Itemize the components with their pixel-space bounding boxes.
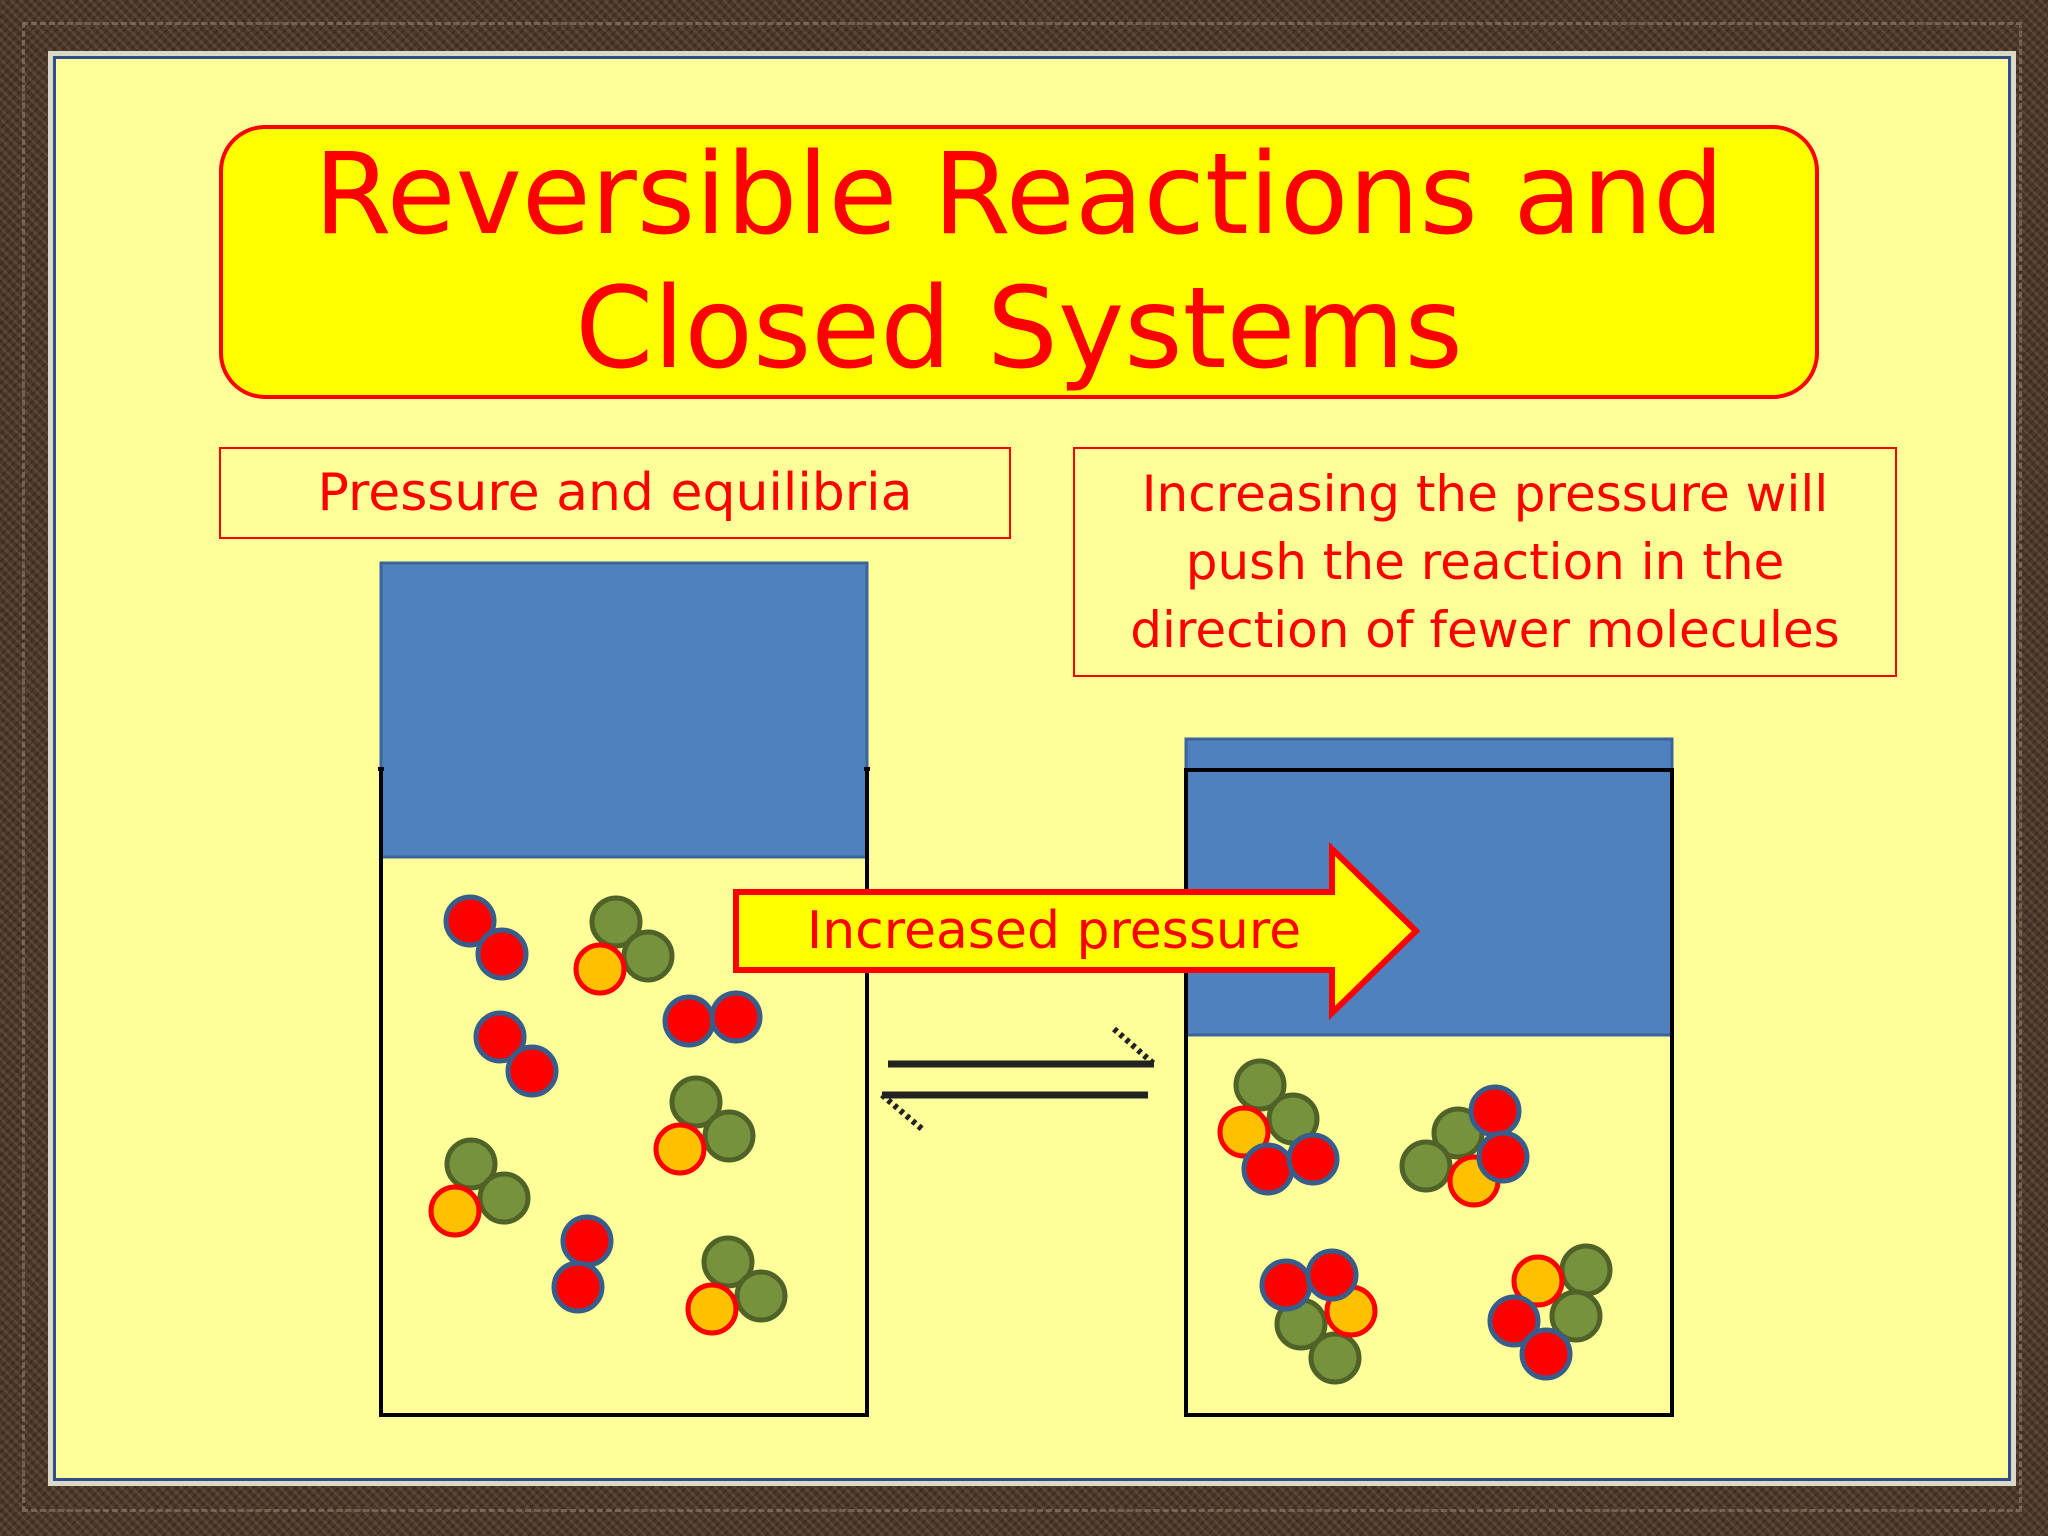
pressure-diagram: Increased pressure — [378, 561, 1674, 1417]
combined-molecule — [1399, 1084, 1530, 1208]
combined-molecule — [1487, 1243, 1613, 1381]
explanation-box: Increasing the pressure will push the re… — [1073, 447, 1897, 677]
red-diatomic-molecule — [551, 1214, 614, 1314]
green-orange-molecule — [685, 1235, 788, 1336]
green-orange-molecule — [573, 895, 675, 996]
increased-pressure-arrow: Increased pressure — [733, 841, 1421, 1021]
explanation-text: Increasing the pressure will push the re… — [1130, 465, 1840, 659]
title-box: Reversible Reactions and Closed Systems — [219, 125, 1819, 399]
slide: Reversible Reactions and Closed Systems … — [53, 56, 2011, 1481]
red-diatomic-molecule — [443, 894, 529, 981]
left-molecules — [428, 894, 788, 1336]
green-orange-molecule — [428, 1137, 531, 1238]
forward-arrow-head — [1112, 1026, 1156, 1067]
combined-molecule — [1259, 1248, 1378, 1385]
combined-molecule — [1217, 1058, 1340, 1196]
left-piston — [379, 561, 869, 859]
left-container — [378, 561, 870, 1417]
arrow-shape — [733, 841, 1421, 1021]
equilibrium-arrows — [880, 1026, 1156, 1132]
red-diatomic-molecule — [473, 1010, 559, 1098]
topic-label-box: Pressure and equilibria — [219, 447, 1011, 539]
topic-label: Pressure and equilibria — [317, 463, 913, 523]
reverse-arrow-head — [880, 1092, 924, 1132]
slide-title: Reversible Reactions and Closed Systems — [313, 130, 1725, 394]
right-container — [1184, 737, 1674, 1417]
right-container-walls — [1184, 768, 1674, 1417]
arrow-label: Increased pressure — [807, 901, 1301, 961]
right-molecules — [1217, 1058, 1613, 1385]
green-orange-molecule — [653, 1075, 756, 1176]
right-piston — [1184, 737, 1674, 1037]
left-container-walls — [379, 769, 869, 1417]
frame-stitching — [22, 22, 2022, 1512]
red-diatomic-molecule — [662, 990, 763, 1048]
